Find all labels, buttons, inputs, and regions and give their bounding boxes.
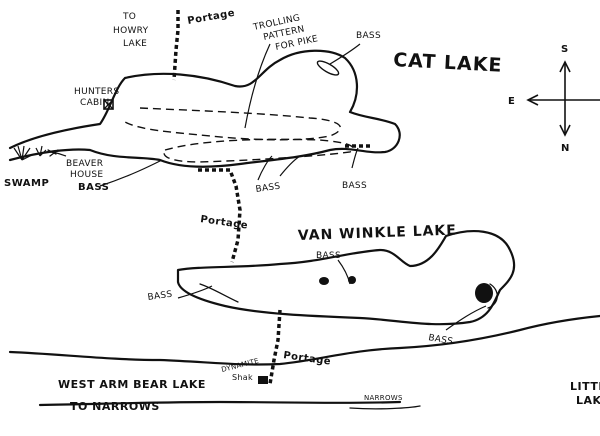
van-winkle-lake-shoreline bbox=[176, 230, 516, 326]
compass-rose bbox=[526, 60, 600, 137]
arrow-trolling bbox=[244, 43, 271, 129]
arrow-bass-mid-b bbox=[279, 155, 301, 177]
compass-east-label: E bbox=[508, 96, 515, 107]
bass-spot-marker bbox=[487, 283, 498, 309]
dynamite-shak-label-2: Shak bbox=[232, 373, 253, 382]
west-arm-bear-lake-label: WEST ARM BEAR LAKE bbox=[58, 378, 206, 391]
narrows-label: NARROWS bbox=[364, 394, 403, 402]
dynamite-shak-icon bbox=[258, 376, 268, 384]
little-lake-label-1: LITTLE bbox=[570, 380, 600, 393]
compass-arrow-e bbox=[526, 94, 539, 106]
arrow-bass-right bbox=[351, 147, 359, 169]
bass-label-cat-top: BASS bbox=[356, 31, 381, 41]
map-title: CAT LAKE bbox=[393, 49, 503, 77]
to-howry-label-2: HOWRY bbox=[113, 26, 149, 36]
bass-label-vw-right: BASS bbox=[427, 333, 453, 347]
portage-trail-north bbox=[172, 10, 180, 81]
compass-north-label: N bbox=[561, 143, 570, 154]
hunters-cabin-icon-cross bbox=[103, 99, 114, 110]
trolling-pattern-route-lower bbox=[163, 138, 354, 163]
portage-label-mid: Portage bbox=[200, 214, 249, 232]
hunters-cabin-icon bbox=[103, 99, 114, 110]
annotation-arrows bbox=[49, 43, 487, 331]
portage-trail-south bbox=[268, 309, 282, 385]
narrows-line bbox=[349, 405, 421, 410]
bass-label-vw-left: BASS bbox=[147, 290, 173, 303]
to-howry-label-1: TO bbox=[122, 12, 136, 22]
bear-lake-shoreline-south bbox=[38, 400, 402, 407]
bass-spot-marker bbox=[199, 283, 239, 303]
arrow-beaver bbox=[49, 151, 67, 157]
swamp-icon bbox=[13, 145, 47, 161]
bass-spot-marker bbox=[316, 60, 340, 76]
portage-trail-middle bbox=[198, 168, 242, 263]
swamp-label: SWAMP bbox=[4, 178, 49, 189]
compass-south-label: S bbox=[561, 44, 569, 55]
bass-spot-marker bbox=[319, 277, 329, 285]
trolling-pattern-route bbox=[124, 107, 342, 141]
to-narrows-label: TO NARROWS bbox=[70, 400, 160, 413]
arrow-bass-left bbox=[99, 159, 163, 187]
bass-label-cat-right: BASS bbox=[342, 181, 367, 191]
cat-lake-shoreline bbox=[8, 49, 401, 168]
compass-arrow-s bbox=[559, 60, 571, 73]
hunters-cabin-label-2: CABIN bbox=[80, 98, 110, 108]
arrow-bass-vw-right bbox=[445, 305, 487, 331]
arrow-bass-mid-a bbox=[257, 155, 273, 181]
bear-lake-shoreline bbox=[8, 314, 600, 366]
bass-spot-marker bbox=[475, 283, 493, 303]
hunters-cabin-label-1: HUNTERS bbox=[74, 87, 119, 97]
arrow-bass-top bbox=[329, 43, 361, 65]
bass-label-cat-mid: BASS bbox=[255, 182, 281, 195]
dynamite-shak-label-1: DYNAMITE bbox=[221, 357, 260, 374]
bass-label-cat-left: BASS bbox=[78, 182, 109, 193]
portage-label-bottom: Portage bbox=[283, 350, 332, 368]
beaver-house-label-1: BEAVER bbox=[66, 159, 103, 169]
portage-label-top: Portage bbox=[187, 8, 236, 27]
beaver-house-label-2: HOUSE bbox=[70, 170, 103, 180]
arrow-bass-vw-top bbox=[337, 259, 351, 285]
little-lake-label-2: LAKE bbox=[576, 394, 600, 407]
compass-arrow-n bbox=[559, 124, 571, 137]
bass-label-vw-top: BASS bbox=[316, 251, 341, 261]
arrow-bass-vw-left bbox=[177, 285, 213, 299]
van-winkle-lake-label: VAN WINKLE LAKE bbox=[298, 222, 458, 244]
to-howry-label-3: LAKE bbox=[123, 39, 147, 49]
